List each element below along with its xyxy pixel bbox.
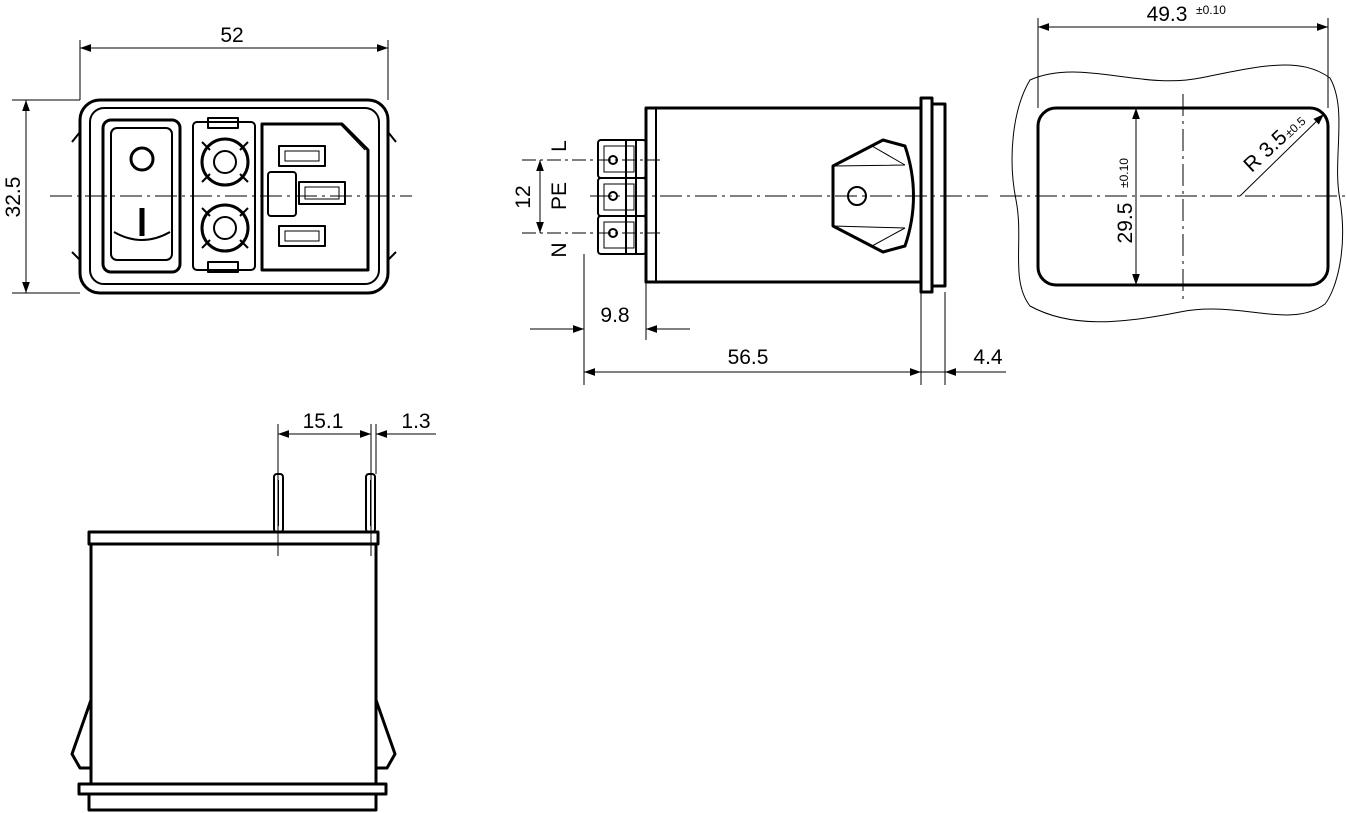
dim-cutout-width: 49.3 ±0.10 bbox=[1037, 3, 1329, 108]
inlet-pin-neutral bbox=[278, 225, 326, 247]
bottom-clip-left bbox=[70, 699, 93, 770]
dim-pin-offset: 9.8 bbox=[530, 254, 690, 385]
pin-offset-label: 9.8 bbox=[600, 304, 629, 327]
terminal-label-l: L bbox=[548, 140, 571, 152]
bottom-flange-lip bbox=[87, 792, 378, 812]
side-flange-lip bbox=[930, 102, 947, 288]
inlet-pin-earth bbox=[298, 181, 346, 205]
bottom-view: 15.1 1.3 bbox=[70, 410, 436, 812]
bottom-body bbox=[89, 542, 378, 786]
side-switch-profile bbox=[831, 138, 915, 254]
outer-bezel bbox=[78, 98, 390, 295]
bottom-pins bbox=[273, 473, 376, 533]
terminal-label-pe: PE bbox=[548, 182, 571, 210]
dim-corner-radius: R 3.5 ±0.5 bbox=[1239, 113, 1325, 197]
bottom-pin-width-label: 1.3 bbox=[401, 410, 430, 433]
dim-bottom-pin-width: 1.3 bbox=[375, 410, 436, 474]
panel-cutout-view: 49.3 ±0.10 29.5 ±0.10 R 3.5 ±0.5 bbox=[1000, 3, 1346, 323]
flange-thickness-label: 4.4 bbox=[973, 346, 1003, 369]
dim-cutout-height: 29.5 ±0.10 bbox=[1114, 108, 1140, 285]
cutout-height-tolerance: ±0.10 bbox=[1117, 158, 1131, 188]
side-view: L PE N 12 9.8 56.5 4.4 bbox=[512, 96, 1006, 385]
inlet-pin-line bbox=[278, 145, 326, 167]
bottom-clip-right bbox=[374, 699, 397, 770]
dim-body-length: 56.5 bbox=[584, 292, 946, 385]
switch-off-mark bbox=[129, 146, 155, 172]
bottom-pin-spacing-label: 15.1 bbox=[303, 410, 344, 433]
cutout-height-label: 29.5 bbox=[1114, 203, 1137, 244]
iec-inlet bbox=[260, 122, 370, 272]
terminal-tabs bbox=[597, 139, 647, 255]
front-height-label: 32.5 bbox=[2, 177, 25, 218]
corner-radius-tolerance: ±0.5 bbox=[1282, 114, 1309, 140]
pin-spacing-label: 12 bbox=[512, 185, 535, 208]
terminal-label-n: N bbox=[548, 242, 571, 257]
snap-clips bbox=[71, 131, 397, 261]
rocker-switch bbox=[101, 118, 182, 274]
dim-pin-spacing: 12 bbox=[512, 159, 660, 234]
dim-front-width: 52 bbox=[79, 24, 389, 100]
dim-flange-thickness: 4.4 bbox=[921, 346, 1006, 376]
cutout-width-label: 49.3 bbox=[1147, 3, 1188, 26]
front-view: 52 32.5 bbox=[2, 24, 412, 295]
cutout-width-tolerance: ±0.10 bbox=[1196, 3, 1226, 17]
panel-outline bbox=[1011, 64, 1344, 323]
fuse-holders bbox=[192, 117, 256, 273]
bottom-top-plate bbox=[87, 530, 380, 546]
side-body bbox=[644, 106, 923, 284]
dim-bottom-pin-spacing: 15.1 bbox=[277, 410, 372, 556]
inner-bezel bbox=[89, 107, 380, 285]
dim-front-height: 32.5 bbox=[2, 99, 80, 294]
side-flange bbox=[919, 96, 934, 294]
front-width-label: 52 bbox=[220, 24, 243, 47]
body-length-label: 56.5 bbox=[728, 346, 769, 369]
